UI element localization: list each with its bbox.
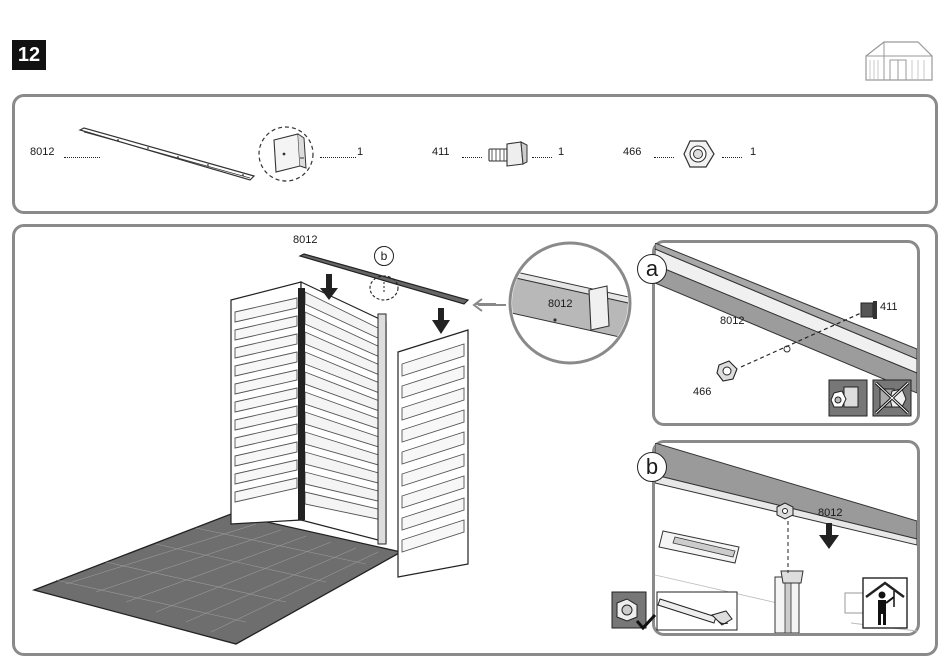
leader-dots <box>722 157 742 158</box>
arrow-left-icon <box>470 298 506 312</box>
detail-a-nut-label: 466 <box>693 386 711 398</box>
main-part-label: 8012 <box>293 234 317 246</box>
person-icon <box>862 577 908 629</box>
part-code-466: 466 <box>623 146 641 158</box>
bracket-icon <box>256 124 316 184</box>
zoom-part-label: 8012 <box>548 298 572 310</box>
part-code-8012: 8012 <box>30 146 54 158</box>
wrong-orientation-icon <box>872 379 912 417</box>
arrow-down-icon <box>819 523 839 549</box>
leader-dots <box>320 157 356 158</box>
leader-dots <box>654 157 674 158</box>
step-number-badge: 12 <box>12 40 46 70</box>
part-qty-466: 1 <box>750 146 756 158</box>
part-code-411: 411 <box>432 146 450 158</box>
detail-a-beam-label: 8012 <box>720 315 744 327</box>
bolt-check-icon <box>611 591 657 631</box>
detail-b-marker: b <box>637 452 667 482</box>
detail-a-marker: a <box>637 254 667 284</box>
detail-b-beam-label: 8012 <box>818 507 842 519</box>
bolt-icon <box>487 140 529 168</box>
correct-orientation-icon <box>828 379 868 417</box>
leader-dots <box>462 157 482 158</box>
leader-dots <box>532 157 552 158</box>
part-qty-8012: 1 <box>357 146 363 158</box>
nut-icon <box>682 139 716 169</box>
part-qty-411: 1 <box>558 146 564 158</box>
shed-icon <box>862 36 934 84</box>
arrow-down-icon <box>432 308 450 334</box>
detail-a-bolt-label: 411 <box>880 301 898 313</box>
shed-assembly-drawing <box>26 252 496 647</box>
beam-part-image <box>78 126 258 186</box>
wrench-tool-illustration <box>656 591 738 631</box>
callout-b-marker: b <box>374 246 394 266</box>
